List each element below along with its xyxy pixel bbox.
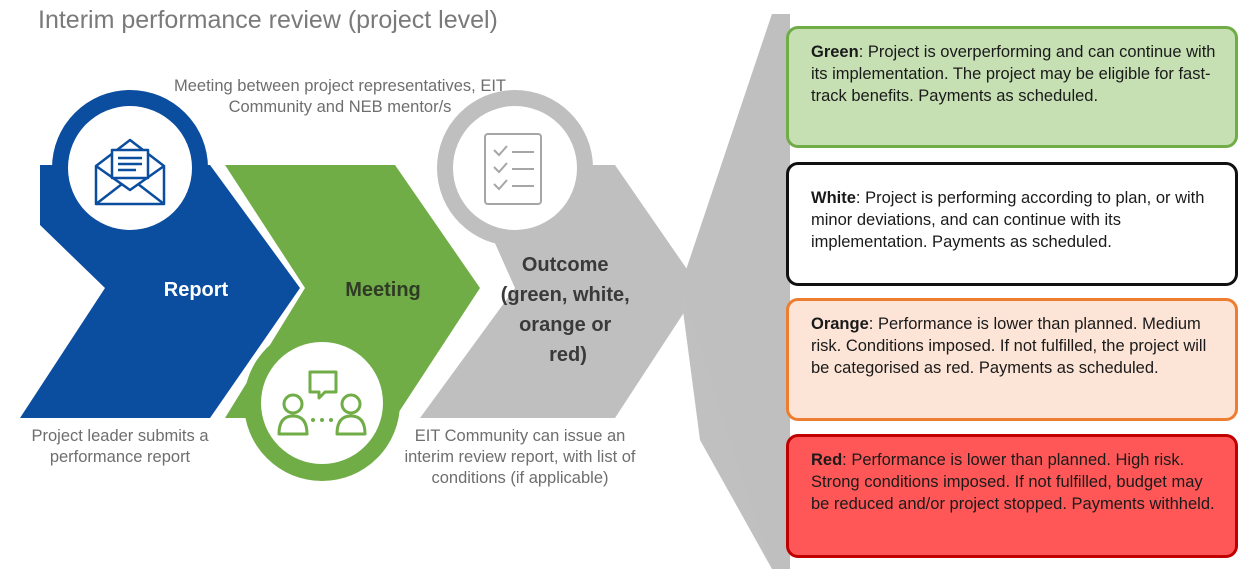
meeting-note: Meeting between project representatives,… [173, 77, 506, 116]
white-text: : Project is performing according to pla… [811, 189, 1205, 251]
red-text: : Performance is lower than planned. Hig… [811, 451, 1215, 513]
outcome-step-label: Outcome (green, white, orange or red) [501, 254, 635, 366]
envelope-icon [94, 138, 166, 206]
orange-outcome-box: Orange: Performance is lower than planne… [786, 298, 1238, 421]
checklist-icon [484, 133, 542, 205]
people-chat-icon [277, 370, 367, 436]
green-label: Green [811, 43, 859, 61]
report-step-label: Report [164, 279, 229, 301]
green-text: : Project is overperforming and can cont… [811, 43, 1216, 105]
outcome-line-3: orange or [519, 314, 611, 336]
meeting-step-label: Meeting [345, 279, 421, 301]
outcome-line-4: red) [549, 344, 587, 366]
orange-text: : Performance is lower than planned. Med… [811, 315, 1207, 377]
outcome-line-2: (green, white, [501, 284, 630, 306]
report-note: Project leader submits a performance rep… [31, 427, 209, 466]
red-label: Red [811, 451, 843, 469]
red-outcome-box: Red: Performance is lower than planned. … [786, 434, 1238, 558]
orange-label: Orange [811, 315, 869, 333]
white-label: White [811, 189, 856, 207]
ellipsis-icon [311, 418, 333, 422]
green-outcome-box: Green: Project is overperforming and can… [786, 26, 1238, 148]
outcome-note: EIT Community can issue an interim revie… [404, 427, 636, 487]
page-title: Interim performance review (project leve… [38, 6, 498, 34]
outcome-line-1: Outcome [522, 254, 609, 276]
white-outcome-box: White: Project is performing according t… [786, 162, 1238, 286]
